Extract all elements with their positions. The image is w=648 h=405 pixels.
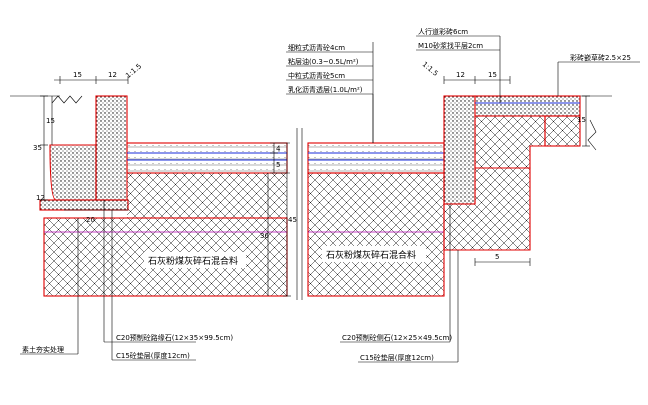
base-layer-label-left: 石灰粉煤灰碎石混合料 <box>148 255 238 267</box>
right-road-section: 石灰粉煤灰碎石混合料 <box>307 142 445 297</box>
dim-right-w: 5 <box>495 253 499 261</box>
base-layer-label-right: 石灰粉煤灰碎石混合料 <box>326 249 416 261</box>
callout-bottom-right-2: C15砼垫层(厚度12cm) <box>360 353 434 362</box>
right-curb-stone <box>443 95 476 205</box>
callout-bottom-right-1: C20预制砼侧石(12×25×49.5cm) <box>342 333 452 342</box>
callout-bottom-left-1: C20预制砼路缘石(12×35×99.5cm) <box>116 333 233 342</box>
left-curb-foundation <box>39 144 129 211</box>
dim-mid-h1: 4 <box>276 145 281 153</box>
left-curb-stone <box>95 95 128 201</box>
dim-top-right-b: 15 <box>488 71 497 79</box>
callouts-top: 细粒式沥青砼4cm 粘层油(0.3~0.5L/m²) 中粒式沥青砼5cm 乳化沥… <box>286 42 374 143</box>
callout-top-4: 乳化沥青透层(1.0L/m²) <box>288 85 363 94</box>
dims-mid: 4 5 45 36 <box>260 142 297 297</box>
dim-top-right-a: 12 <box>456 71 465 79</box>
dim-right-h1: 15 <box>577 116 586 124</box>
callout-top-2: 粘层油(0.3~0.5L/m²) <box>288 57 359 66</box>
callout-top-right-1: 人行道彩砖6cm <box>418 27 468 36</box>
slope-right: 1:1.5 <box>421 60 440 78</box>
callout-top-3: 中粒式沥青砼5cm <box>288 71 345 80</box>
dim-top-left-a: 15 <box>73 71 82 79</box>
callout-bottom-far-left: 素土夯实处理 <box>22 345 64 354</box>
dim-left-h4: 12 <box>36 194 45 202</box>
dim-top-left-b: 12 <box>108 71 117 79</box>
callouts-bottom-left: C20预制砼路缘石(12×35×99.5cm) C15砼垫层(厚度12cm) 素… <box>20 200 233 361</box>
callout-bottom-left-2: C15砼垫层(厚度12cm) <box>116 351 190 360</box>
slope-left: 1:1.5 <box>124 62 143 80</box>
break-lines <box>296 119 597 300</box>
left-road-section: 石灰粉煤灰碎石混合料 <box>43 142 288 297</box>
callouts-bottom-right: C20预制砼侧石(12×25×49.5cm) C15砼垫层(厚度12cm) <box>340 204 459 363</box>
callout-far-right: 彩砖嵌草砖2.5×25 <box>570 53 631 62</box>
dim-mid-h2: 5 <box>276 161 280 169</box>
callout-top-1: 细粒式沥青砼4cm <box>288 43 345 52</box>
dim-left-h2: 35 <box>33 144 42 152</box>
callouts-top-right: 人行道彩砖6cm M10砂浆找平层2cm 彩砖嵌草砖2.5×25 <box>416 27 640 103</box>
right-sidewalk <box>443 95 581 251</box>
callout-top-right-2: M10砂浆找平层2cm <box>418 41 483 50</box>
dim-mid-h3: 45 <box>288 216 297 224</box>
dim-left-h1: 15 <box>46 117 55 125</box>
dim-left-h3: 20 <box>86 216 95 224</box>
dim-mid-h4: 36 <box>260 232 269 240</box>
